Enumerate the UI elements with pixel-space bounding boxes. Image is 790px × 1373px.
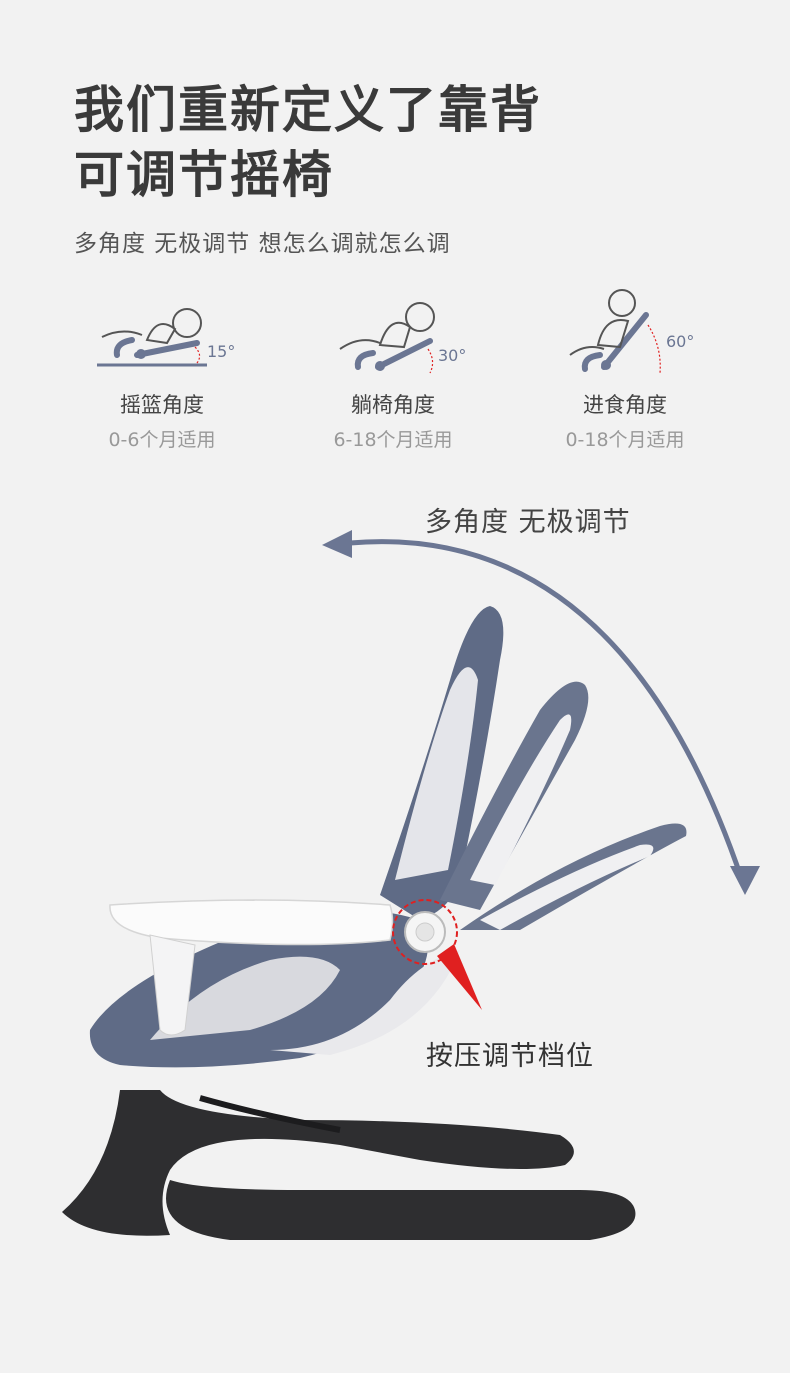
mode-name: 躺椅角度 — [351, 393, 435, 417]
subtitle: 多角度 无极调节 想怎么调就怎么调 — [74, 231, 451, 257]
mode-angle: 30° — [438, 346, 466, 365]
press-adjust-label: 按压调节档位 — [426, 1041, 594, 1072]
arc-arrowhead-left-icon — [322, 530, 352, 558]
mode-cradle: 15° 摇篮角度 0-6个月适用 — [62, 285, 262, 452]
adjust-hinge-highlight — [392, 899, 458, 965]
adjust-arc — [349, 539, 745, 881]
mode-feeding: 60° 进食角度 0-18个月适用 — [525, 285, 725, 452]
rocker-base — [62, 1090, 636, 1240]
baby-recline-icon: 30° — [339, 302, 466, 374]
mode-angle: 60° — [666, 332, 694, 351]
arc-label: 多角度 无极调节 — [425, 507, 631, 538]
main-title-line2: 可调节摇椅 — [74, 146, 334, 204]
pointer-arrow-icon — [437, 944, 482, 1010]
mode-name: 摇篮角度 — [120, 393, 204, 417]
main-title-line1: 我们重新定义了靠背 — [74, 81, 542, 139]
mode-recline: 30° 躺椅角度 6-18个月适用 — [293, 285, 493, 452]
mode-age: 0-6个月适用 — [108, 429, 216, 451]
mode-name: 进食角度 — [583, 393, 667, 417]
mode-age: 0-18个月适用 — [565, 429, 685, 451]
baby-cradle-icon: 15° — [97, 308, 235, 367]
mode-angle: 15° — [207, 342, 235, 361]
arc-arrowhead-down-icon — [730, 866, 760, 895]
baby-feeding-icon: 60° — [569, 289, 694, 374]
mode-age: 6-18个月适用 — [333, 429, 453, 451]
